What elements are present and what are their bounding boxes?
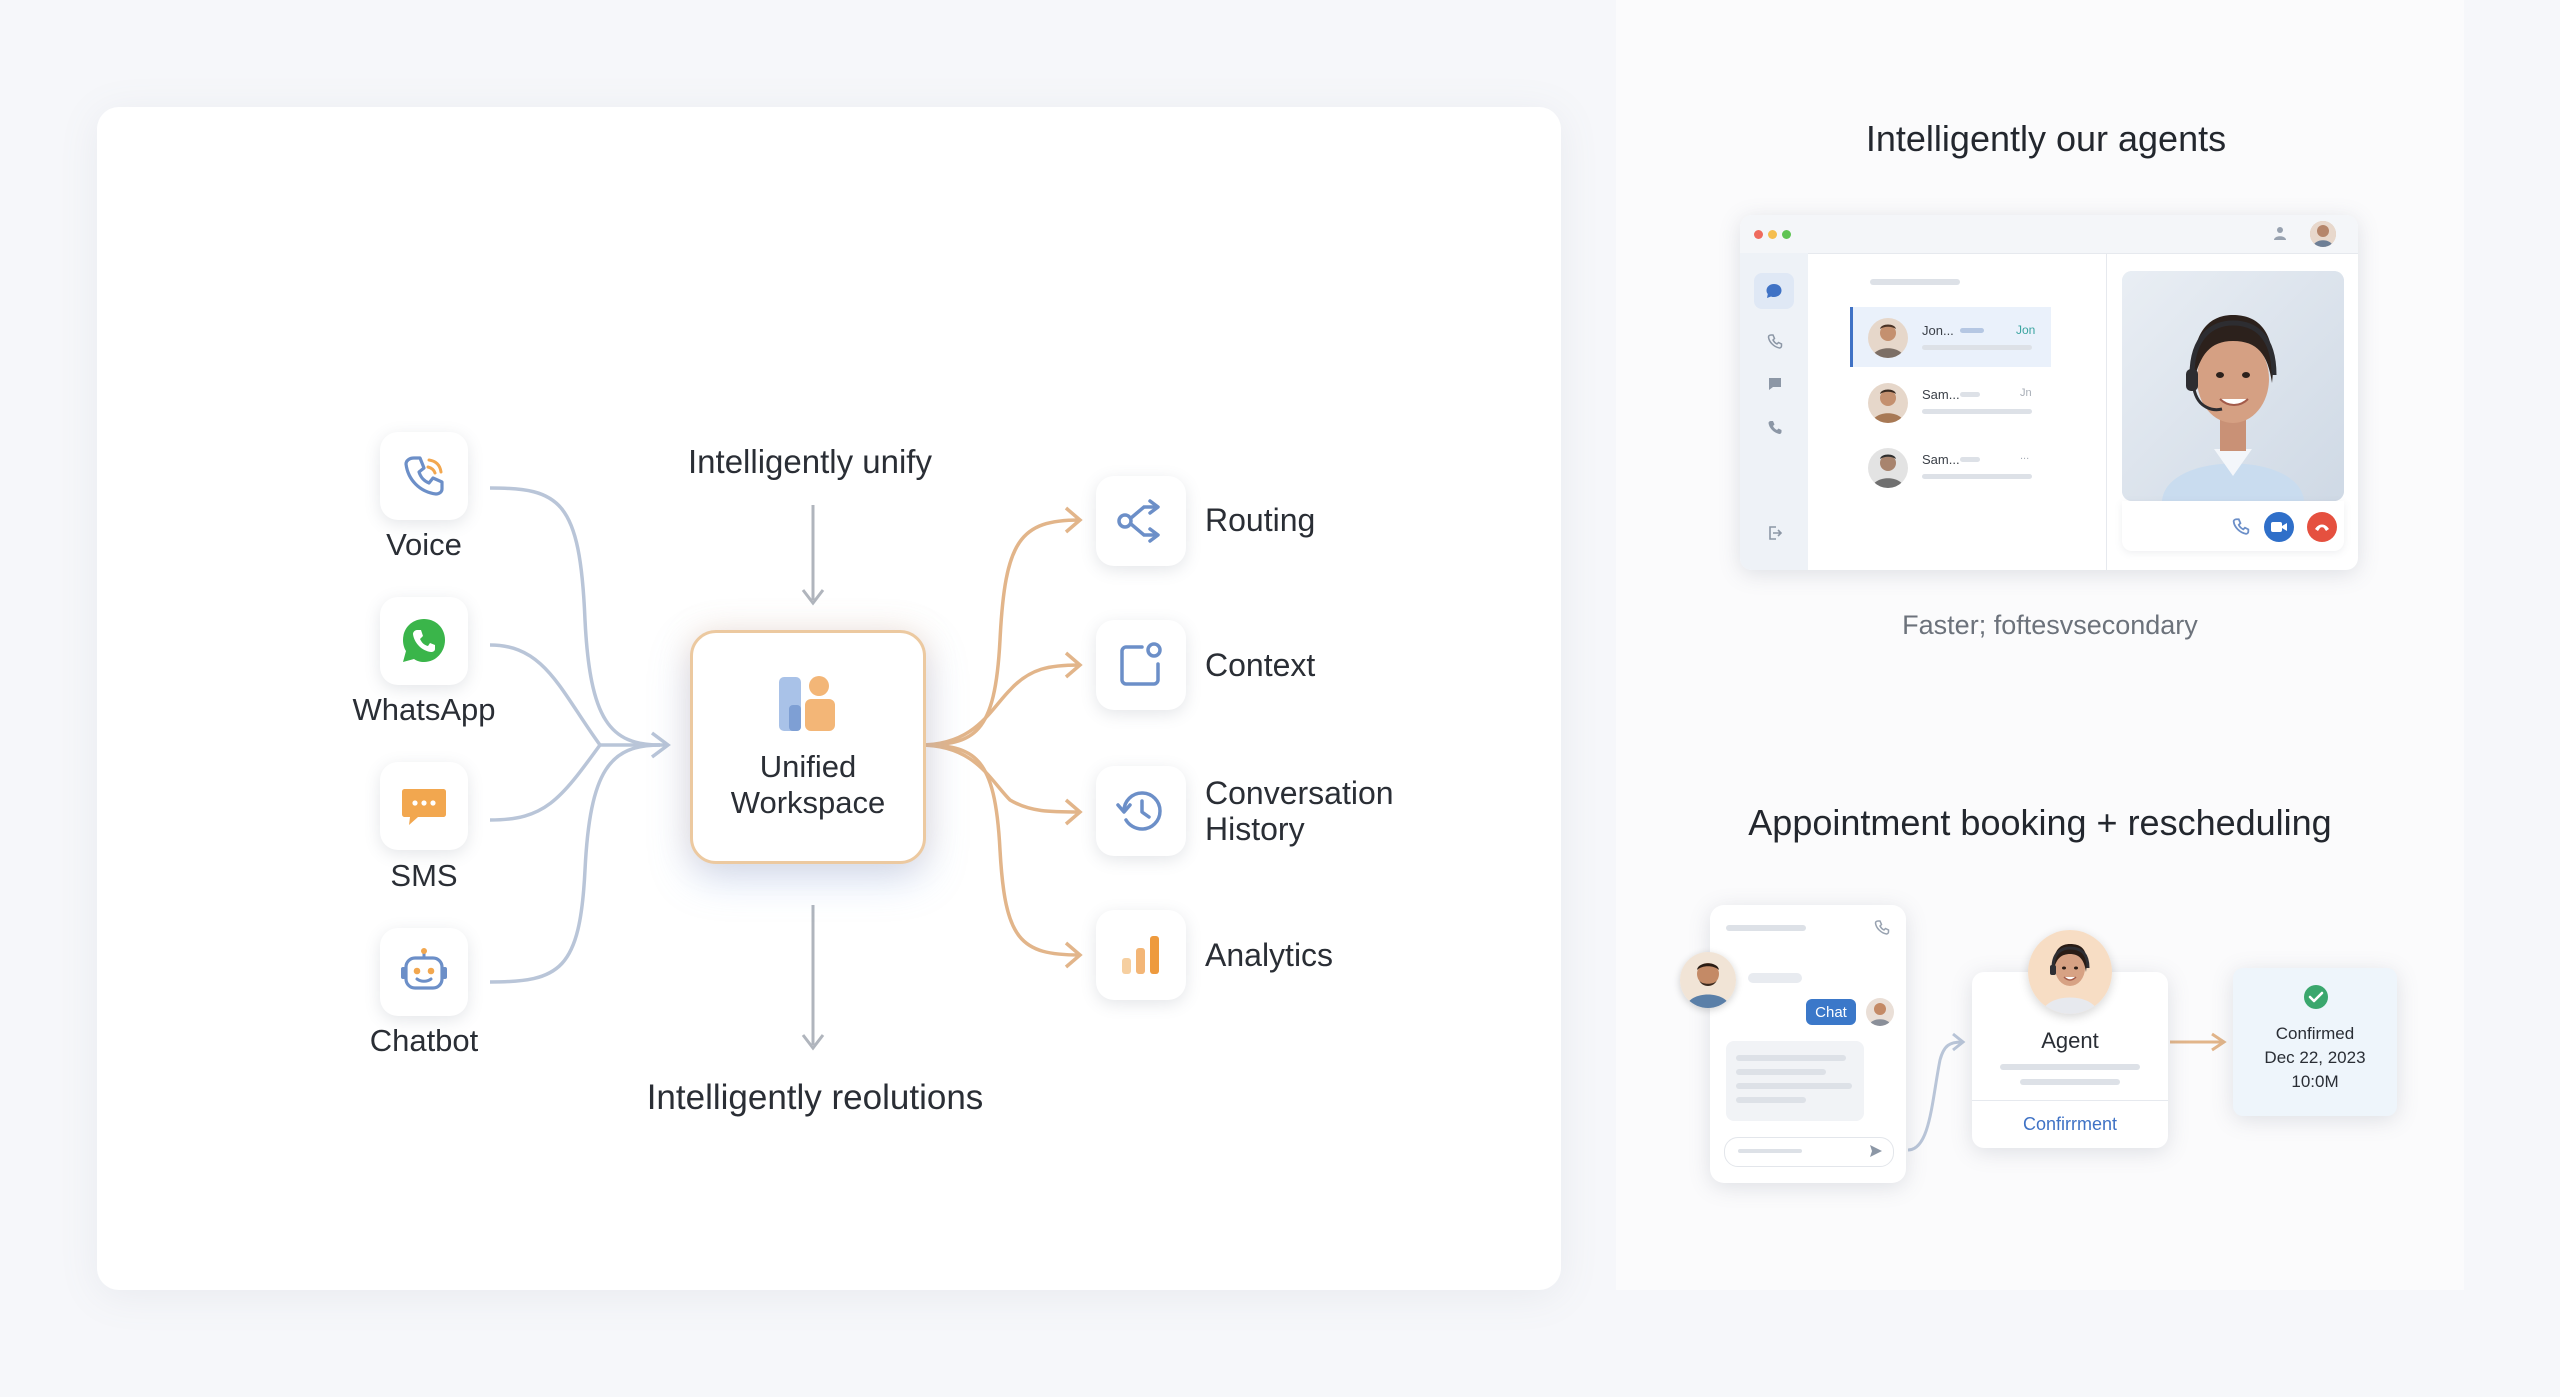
phone-icon xyxy=(404,456,444,496)
confirmed-date: Dec 22, 2023 xyxy=(2264,1048,2366,1067)
profile-avatar[interactable] xyxy=(2310,221,2336,247)
phone-nav-icon[interactable] xyxy=(1767,333,1783,349)
video-call-panel xyxy=(2122,271,2344,501)
top-caption: Intelligently unify xyxy=(688,443,932,480)
history-tile[interactable] xyxy=(1096,766,1186,856)
agent-video-portrait xyxy=(2122,271,2344,501)
contact-tag: Jon xyxy=(2016,323,2036,337)
small-agent-avatar xyxy=(1866,998,1894,1026)
analytics-label: Analytics xyxy=(1205,937,1334,973)
booking-title: Appointment booking + rescheduling xyxy=(1748,802,2332,843)
history-label-line2: History xyxy=(1205,811,1305,847)
confirm-button[interactable]: Confirrment xyxy=(2022,1114,2118,1134)
window-min-dot xyxy=(1768,230,1777,239)
message-nav-icon[interactable] xyxy=(1767,376,1783,392)
window-max-dot xyxy=(1782,230,1791,239)
chat-phone-icon xyxy=(1874,920,1890,935)
window-close-dot xyxy=(1754,230,1763,239)
logout-icon[interactable] xyxy=(1767,525,1783,541)
call-nav-icon[interactable] xyxy=(1767,419,1783,435)
context-label: Context xyxy=(1205,647,1316,683)
whatsapp-icon xyxy=(403,619,445,662)
confirmed-time: 10:0M xyxy=(2291,1072,2339,1091)
analytics-icon xyxy=(1122,936,1159,974)
video-camera-icon xyxy=(2271,522,2287,532)
voice-connector xyxy=(489,486,661,747)
chat-badge xyxy=(1806,999,1856,1025)
routing-icon xyxy=(1117,499,1160,543)
voice-tile[interactable] xyxy=(380,432,468,520)
whatsapp-tile[interactable] xyxy=(380,597,468,685)
routing-tile[interactable] xyxy=(1096,476,1186,566)
contact-tag: ... xyxy=(2020,450,2030,462)
contact-avatar xyxy=(1868,318,1908,358)
call-phone-icon[interactable] xyxy=(2232,517,2250,535)
context-tile[interactable] xyxy=(1096,620,1186,710)
chat-input[interactable] xyxy=(1724,1137,1894,1167)
chatbot-icon xyxy=(401,948,447,990)
analytics-connector xyxy=(919,743,1081,957)
contact-name: Sam... xyxy=(1922,387,1960,402)
sms-tile[interactable] xyxy=(380,762,468,850)
chat-badge-label: Chat xyxy=(1815,1004,1847,1021)
chatbot-tile[interactable] xyxy=(380,928,468,1016)
hub-label-line2: Workspace xyxy=(730,785,886,820)
hub-label-line1: Unified xyxy=(759,749,857,784)
chatbot-label: Chatbot xyxy=(369,1023,479,1058)
hub-in-arrowhead xyxy=(650,731,671,759)
chat-bubble-icon xyxy=(1766,284,1782,298)
workspace-icon xyxy=(779,676,835,731)
context-icon xyxy=(1120,642,1162,686)
hangup-icon xyxy=(2315,524,2329,531)
agent-label: Agent xyxy=(2041,1028,2099,1053)
whatsapp-connector xyxy=(489,643,602,747)
history-icon xyxy=(1116,791,1162,831)
contact-name: Jon... xyxy=(1922,323,1954,338)
contact-tag: Jn xyxy=(2020,387,2032,399)
whatsapp-label: WhatsApp xyxy=(352,692,496,727)
analytics-tile[interactable] xyxy=(1096,910,1186,1000)
voice-label: Voice xyxy=(386,527,462,562)
history-connector xyxy=(919,743,1081,814)
contact-avatar[interactable] xyxy=(1868,383,1908,423)
bottom-caption: Intelligently reolutions xyxy=(646,1078,984,1117)
chat-mock-card: Chat xyxy=(1710,905,1906,1183)
routing-connector xyxy=(919,518,1081,747)
agents-subtitle: Faster; foftesvsecondary xyxy=(1902,610,2198,640)
unified-workspace-hub[interactable]: Unified Workspace xyxy=(690,630,926,864)
contact-avatar[interactable] xyxy=(1868,448,1908,488)
context-connector xyxy=(919,663,1081,747)
check-circle-icon xyxy=(2304,985,2328,1009)
agent-avatar xyxy=(2028,930,2112,1014)
confirmed-status: Confirmed xyxy=(2275,1024,2355,1043)
user-icon xyxy=(2274,227,2286,240)
routing-label: Routing xyxy=(1205,502,1316,538)
sms-icon xyxy=(402,789,446,825)
chatbot-connector xyxy=(489,743,661,984)
agent-app-mockup: Jon... Jon Sam... Jn Sam... ... xyxy=(1740,215,2358,570)
send-icon[interactable] xyxy=(1868,1143,1884,1159)
agents-title: Intelligently our agents xyxy=(1865,118,2227,159)
sms-connector xyxy=(489,743,602,822)
history-label-line1: Conversation xyxy=(1205,775,1394,811)
customer-avatar xyxy=(1680,952,1736,1008)
confirmed-card: Confirmed Dec 22, 2023 10:0M xyxy=(2233,968,2397,1116)
sms-label: SMS xyxy=(390,858,458,893)
contact-name: Sam... xyxy=(1922,452,1960,467)
